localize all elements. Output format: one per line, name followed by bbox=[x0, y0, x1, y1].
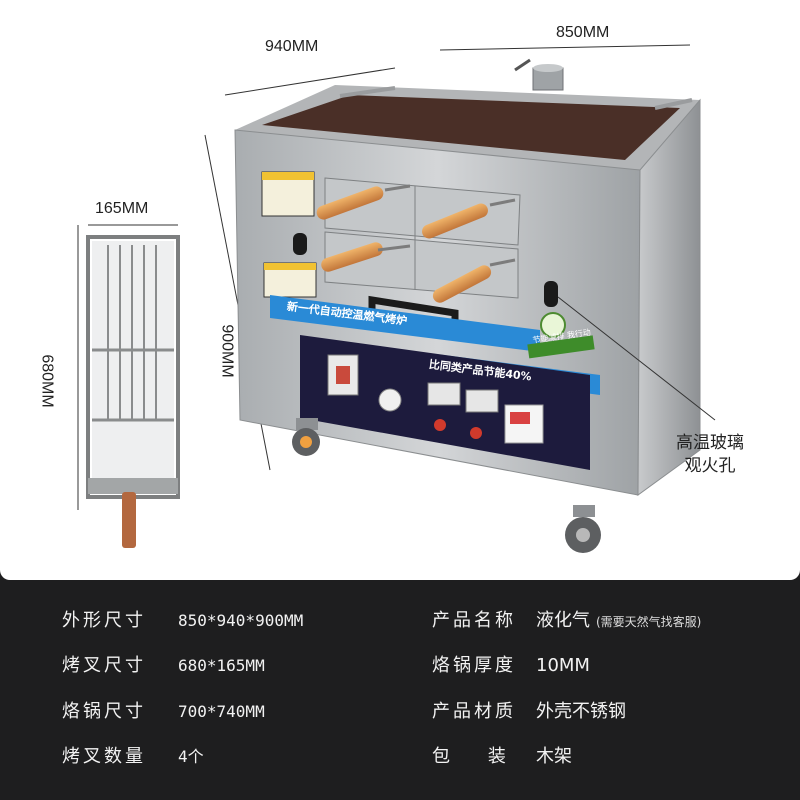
spec-value-material: 外壳不锈钢 bbox=[536, 701, 626, 722]
spec-value-pan-thickness: 10MM bbox=[536, 655, 590, 676]
spec-value-fork-size: 680*165MM bbox=[178, 656, 265, 675]
product-name-note: (需要天然气找客服) bbox=[596, 615, 702, 629]
viewing-window-callout: 高温玻璃 观火孔 bbox=[676, 432, 744, 478]
height-dimension: 900MM bbox=[218, 324, 236, 378]
spec-label-material: 产品材质 bbox=[432, 701, 516, 722]
oven-body bbox=[234, 58, 716, 553]
product-photo: 940MM 850MM 900MM 165MM 680MM 高温玻璃 观火孔 新… bbox=[0, 0, 800, 580]
spec-label-pan-thickness: 烙锅厚度 bbox=[432, 655, 516, 676]
spec-row: 烤叉尺寸 680*165MM 烙锅厚度 10MM bbox=[0, 646, 800, 686]
oven-illustration bbox=[77, 44, 716, 553]
callout-line-2: 观火孔 bbox=[684, 456, 736, 476]
top-width-dimension: 940MM bbox=[265, 38, 319, 55]
product-name-value: 液化气 bbox=[536, 610, 590, 631]
spec-row: 烤叉数量 4个 包 装 木架 bbox=[0, 737, 800, 777]
fork-length-dimension: 680MM bbox=[38, 354, 56, 408]
roasting-fork bbox=[86, 235, 180, 548]
spec-label-pan-size: 烙锅尺寸 bbox=[62, 701, 146, 722]
top-depth-dimension: 850MM bbox=[556, 24, 610, 41]
spec-value-product-name: 液化气 (需要天然气找客服) bbox=[536, 601, 701, 642]
spec-value-fork-count: 4个 bbox=[178, 747, 204, 766]
spec-label-fork-size: 烤叉尺寸 bbox=[62, 655, 146, 676]
spec-value-packaging: 木架 bbox=[536, 746, 572, 767]
spec-label-product-name: 产品名称 bbox=[432, 610, 516, 631]
spec-label-packaging: 包 装 bbox=[432, 746, 509, 767]
wheels bbox=[292, 418, 601, 553]
spec-label-size: 外形尺寸 bbox=[62, 610, 146, 631]
spec-row: 外形尺寸 850*940*900MM 产品名称 液化气 (需要天然气找客服) bbox=[0, 601, 800, 641]
fork-width-dimension: 165MM bbox=[95, 200, 149, 217]
callout-line-1: 高温玻璃 bbox=[676, 433, 744, 453]
spec-value-pan-size: 700*740MM bbox=[178, 702, 265, 721]
spec-value-size: 850*940*900MM bbox=[178, 611, 304, 630]
spec-table: 外形尺寸 850*940*900MM 产品名称 液化气 (需要天然气找客服) 烤叉… bbox=[0, 580, 800, 800]
spec-label-fork-count: 烤叉数量 bbox=[62, 746, 146, 767]
spec-row: 烙锅尺寸 700*740MM 产品材质 外壳不锈钢 bbox=[0, 692, 800, 732]
